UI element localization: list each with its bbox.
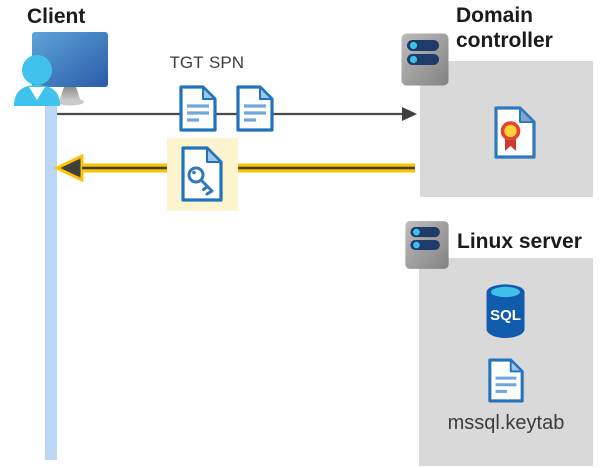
sql-badge-text: SQL [490,307,521,324]
client-lifeline [45,98,57,460]
linux-server-label: Linux server [457,230,582,253]
spn-document-icon [236,85,274,132]
client-user-monitor-icon [14,32,108,106]
client-label: Client [27,5,86,28]
response-arrow [54,153,415,183]
key-document-icon [181,146,223,202]
linux-server-icon [405,221,449,269]
keytab-filename-label: mssql.keytab [447,412,565,434]
tgt-label: TGT [169,53,204,72]
domain-controller-label: Domain controller [456,4,553,52]
keytab-document-icon [488,358,524,403]
domain-controller-server-icon [401,33,449,86]
spn-label: SPN [209,53,244,72]
certificate-icon [494,106,536,159]
request-arrow [57,107,417,121]
tgt-document-icon [179,85,217,132]
sql-database-icon: SQL [486,284,525,338]
